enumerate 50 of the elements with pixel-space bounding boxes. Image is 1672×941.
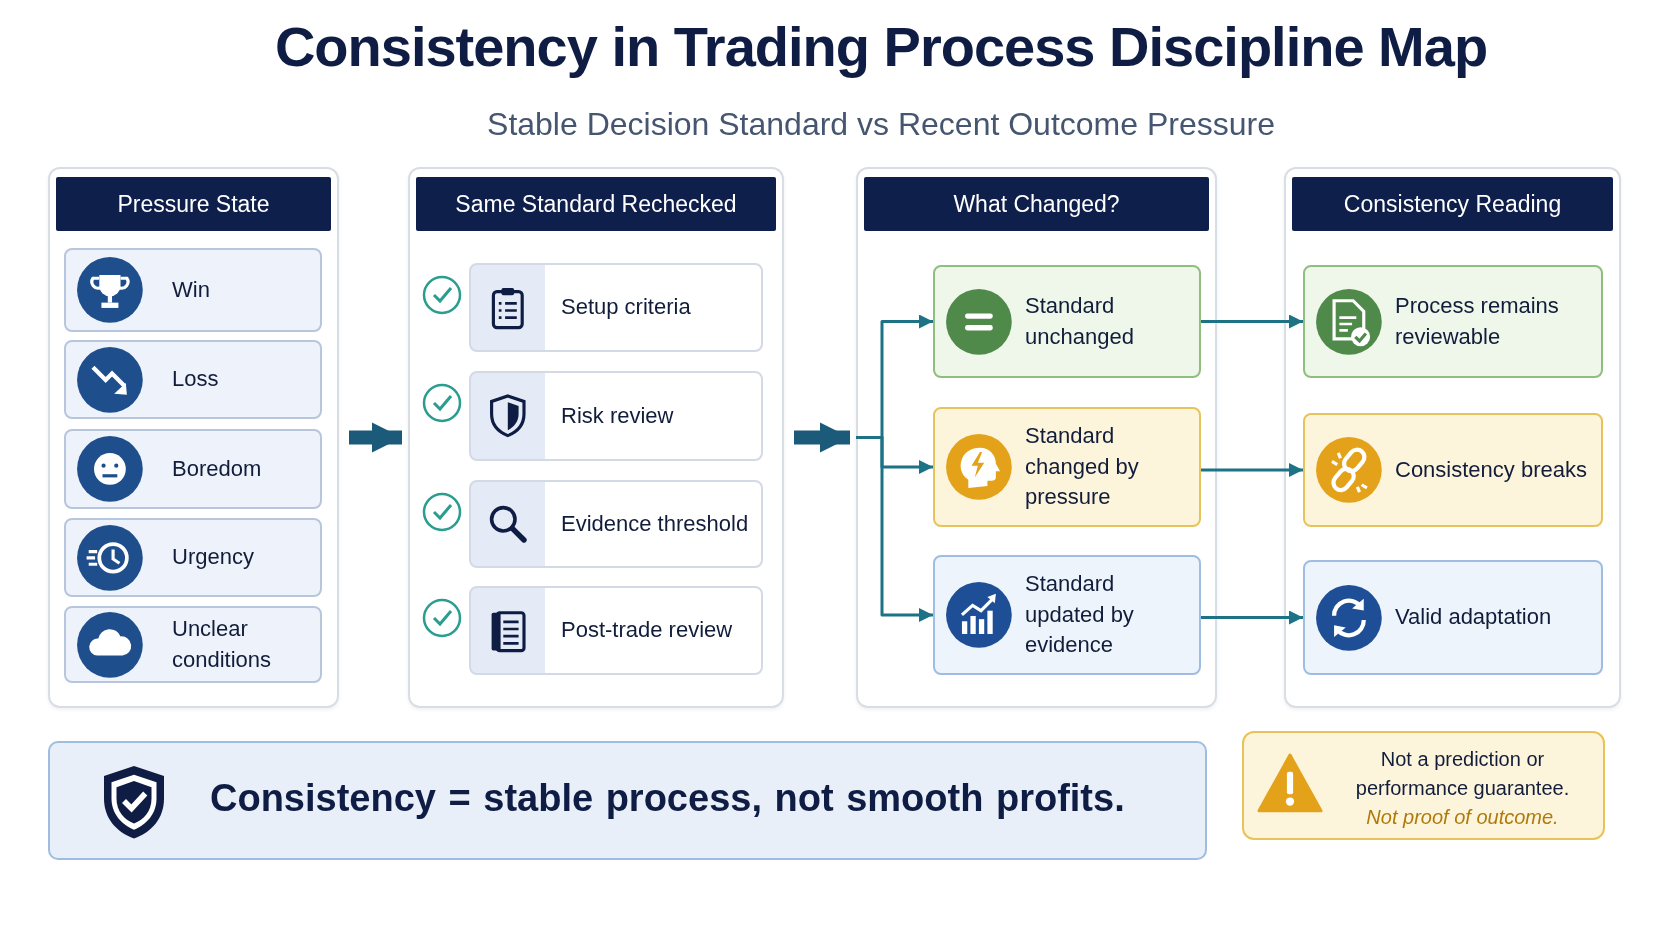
item-label: Post-trade review xyxy=(561,616,733,645)
summary-banner xyxy=(48,741,1207,860)
criteria-card xyxy=(469,480,763,568)
column-panel xyxy=(856,167,1217,708)
outcome-card xyxy=(1303,265,1603,378)
connector-arrow xyxy=(1201,463,1303,477)
column-panel xyxy=(48,167,339,708)
item-label: Win xyxy=(172,275,210,304)
flow-arrow xyxy=(794,422,850,453)
column-header: Consistency Reading xyxy=(1292,177,1613,231)
item-label: Risk review xyxy=(561,401,674,430)
item-label: Urgency xyxy=(172,543,254,572)
connector-arrow xyxy=(1201,610,1303,625)
item-label: Standard updated by evidence xyxy=(1025,569,1135,660)
outcome-card xyxy=(1303,413,1603,527)
column-header: Pressure State xyxy=(56,177,331,231)
column-panel xyxy=(408,167,784,708)
item-label: Standard changed by pressure xyxy=(1025,421,1140,512)
pressure-card xyxy=(64,606,322,683)
item-label: Unclear conditions xyxy=(172,614,273,674)
title: Consistency in Trading Process Discipline Map xyxy=(273,14,1489,79)
outcome-card xyxy=(1303,560,1603,675)
column-header: Same Standard Rechecked xyxy=(416,177,776,231)
outcome-card xyxy=(933,555,1201,675)
item-label: Consistency breaks xyxy=(1395,455,1587,484)
item-label: Loss xyxy=(172,365,219,394)
pressure-card xyxy=(64,340,322,419)
disclaimer-text: Not a prediction or performance guarantee. xyxy=(1354,747,1571,801)
item-label: Boredom xyxy=(172,454,262,483)
disclaimer-box xyxy=(1242,731,1605,840)
item-label: Valid adaptation xyxy=(1395,603,1552,632)
summary-statement: Consistency = stable process, not smooth profits. xyxy=(210,777,1125,820)
pressure-card xyxy=(64,248,322,332)
connector-arrow xyxy=(1201,314,1303,329)
outcome-card xyxy=(933,265,1201,378)
pressure-card xyxy=(64,518,322,597)
flow-arrow xyxy=(349,422,402,453)
outcome-card xyxy=(933,407,1201,527)
disclaimer-note: Not proof of outcome. xyxy=(1365,805,1560,830)
pressure-card xyxy=(64,429,322,509)
item-label: Setup criteria xyxy=(561,293,691,322)
item-label: Evidence threshold xyxy=(561,509,749,538)
criteria-card xyxy=(469,586,763,675)
subtitle: Stable Decision Standard vs Recent Outcome Pressure xyxy=(486,106,1276,143)
criteria-card xyxy=(469,371,763,461)
item-label: Standard unchanged xyxy=(1025,291,1135,351)
column-header: What Changed? xyxy=(864,177,1209,231)
item-label: Process remains reviewable xyxy=(1395,291,1560,351)
column-panel xyxy=(1284,167,1621,708)
criteria-card xyxy=(469,263,763,352)
